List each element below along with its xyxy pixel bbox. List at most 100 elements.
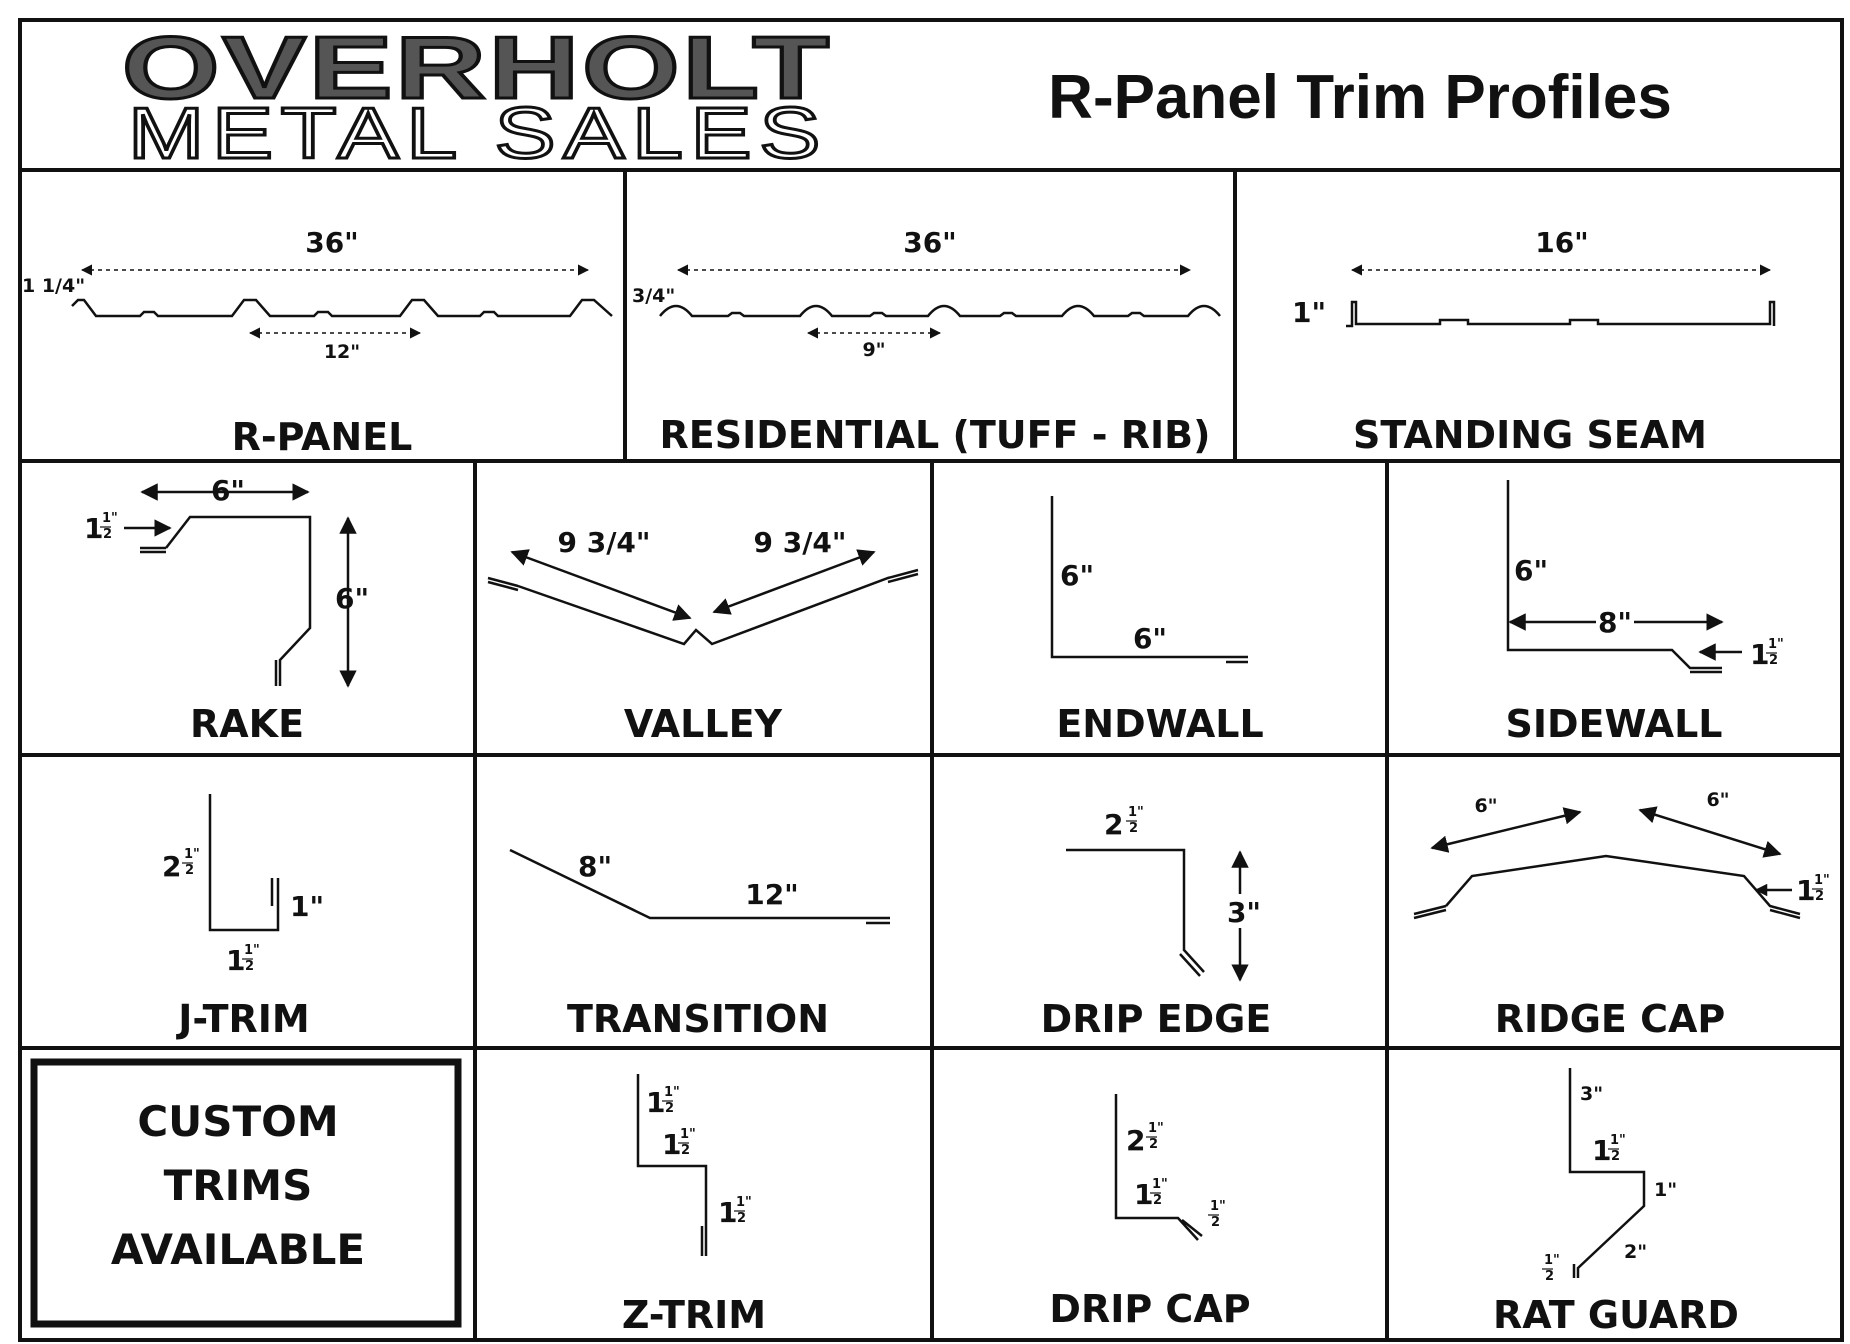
z-trim-a-dim: 1 — [646, 1086, 665, 1119]
endwall-cell: 6" 6" ENDWALL — [1050, 496, 1264, 746]
r-panel-cell: 36" 1 1/4" 12" R-PANEL — [22, 226, 613, 459]
logo-wordmark-top: OVERHOLT — [122, 18, 832, 117]
rake-side-dim: 6" — [335, 582, 369, 615]
standing-seam-rib-height: 1" — [1292, 296, 1326, 329]
drip-edge-top-frac-num: 1" — [1128, 805, 1144, 820]
residential-label: RESIDENTIAL (TUFF - RIB) — [660, 413, 1211, 457]
z-trim-profile — [636, 1074, 708, 1256]
ridge-cap-right-dim: 6" — [1706, 789, 1729, 811]
valley-label: VALLEY — [624, 702, 783, 746]
sidewall-hem-frac-num: 1" — [1768, 637, 1784, 652]
drip-edge-cell: 2 1" 2 3" DRIP EDGE — [1041, 805, 1272, 1041]
j-trim-bottom-frac-den: 2 — [245, 959, 254, 974]
z-trim-c-dim: 1 — [718, 1196, 737, 1229]
rat-guard-hem-frac-num: 1" — [1544, 1253, 1560, 1268]
r-panel-profile — [71, 298, 613, 318]
drip-cap-a-frac-num: 1" — [1148, 1121, 1164, 1136]
r-panel-rib-height: 1 1/4" — [22, 275, 85, 297]
ridge-cap-hem-frac-den: 2 — [1815, 889, 1824, 904]
valley-right-dim: 9 3/4" — [753, 526, 846, 559]
page-title: R-Panel Trim Profiles — [1048, 63, 1672, 132]
sidewall-horizontal-dim: 8" — [1598, 606, 1632, 639]
custom-line-1: CUSTOM — [137, 1097, 338, 1146]
rat-guard-cell: 3" 1 1" 2 1" 2" 1" 2 RAT GUARD — [1493, 1068, 1739, 1337]
drip-cap-label: DRIP CAP — [1049, 1287, 1250, 1331]
z-trim-a-frac-num: 1" — [664, 1085, 680, 1100]
j-trim-cell: 2 1" 2 1" 1 1" 2 J-TRIM — [162, 794, 324, 1041]
rat-guard-b-dim: 1 — [1592, 1134, 1611, 1167]
standing-seam-label: STANDING SEAM — [1353, 413, 1707, 457]
endwall-vertical-dim: 6" — [1060, 559, 1094, 592]
ridge-cap-label: RIDGE CAP — [1495, 997, 1725, 1041]
transition-slope-dim: 8" — [578, 850, 612, 883]
rake-top-dim: 6" — [211, 474, 245, 507]
custom-line-2: TRIMS — [164, 1161, 313, 1210]
rake-hem-frac-num: 1" — [102, 511, 118, 526]
drip-cap-b-frac-den: 2 — [1153, 1193, 1162, 1208]
rat-guard-label: RAT GUARD — [1493, 1293, 1739, 1337]
drip-cap-a-dim: 2 — [1126, 1124, 1145, 1157]
j-trim-profile — [208, 794, 280, 932]
drip-cap-b-dim: 1 — [1134, 1178, 1153, 1211]
ridge-cap-left-dim: 6" — [1474, 795, 1497, 817]
logo-wordmark-bottom: METAL SALES — [128, 94, 828, 174]
z-trim-b-frac-den: 2 — [681, 1143, 690, 1158]
j-trim-bottom-frac-num: 1" — [244, 943, 260, 958]
rake-hem-dim: 1 — [84, 512, 103, 545]
r-panel-rib-spacing: 12" — [324, 341, 360, 363]
z-trim-c-frac-num: 1" — [736, 1195, 752, 1210]
standing-seam-profile — [1346, 300, 1776, 328]
standing-seam-width: 16" — [1535, 226, 1589, 259]
residential-profile — [659, 304, 1221, 318]
z-trim-b-frac-num: 1" — [680, 1127, 696, 1142]
z-trim-label: Z-TRIM — [622, 1293, 766, 1337]
custom-trims-cell: CUSTOM TRIMS AVAILABLE — [30, 1058, 462, 1328]
rake-label: RAKE — [190, 702, 304, 746]
rat-guard-d-dim: 2" — [1624, 1241, 1647, 1263]
j-trim-back-dim: 2 — [162, 850, 181, 883]
drip-cap-b-frac-num: 1" — [1152, 1177, 1168, 1192]
drip-edge-label: DRIP EDGE — [1041, 997, 1272, 1041]
residential-rib-height: 3/4" — [632, 285, 675, 307]
sidewall-hem-frac-den: 2 — [1769, 653, 1778, 668]
residential-cell: 36" 3/4" 9" RESIDENTIAL (TUFF - RIB) — [632, 226, 1221, 457]
transition-label: TRANSITION — [567, 997, 829, 1041]
r-panel-width: 36" — [305, 226, 359, 259]
drip-cap-a-frac-den: 2 — [1149, 1137, 1158, 1152]
j-trim-label: J-TRIM — [175, 997, 309, 1041]
rake-hem-frac-den: 2 — [103, 527, 112, 542]
rat-guard-hem-frac-den: 2 — [1545, 1269, 1554, 1284]
drip-edge-top-frac-den: 2 — [1129, 821, 1138, 836]
standing-seam-cell: 16" 1" STANDING SEAM — [1292, 226, 1776, 457]
rat-guard-a-dim: 3" — [1580, 1083, 1603, 1105]
drip-cap-cell: 2 1" 2 1 1" 2 1" 2 DRIP CAP — [1049, 1094, 1251, 1331]
ridge-cap-cell: 6" 6" 1 1" 2 RIDGE CAP — [1413, 789, 1830, 1041]
transition-cell: 8" 12" TRANSITION — [509, 848, 890, 1041]
drip-cap-hem-frac-num: 1" — [1210, 1199, 1226, 1214]
rat-guard-profile — [1568, 1068, 1646, 1278]
z-trim-c-frac-den: 2 — [737, 1211, 746, 1226]
rat-guard-b-frac-den: 2 — [1611, 1149, 1620, 1164]
custom-line-3: AVAILABLE — [111, 1225, 365, 1274]
endwall-label: ENDWALL — [1056, 702, 1263, 746]
sidewall-vertical-dim: 6" — [1514, 554, 1548, 587]
rake-profile — [140, 515, 312, 686]
ridge-cap-profile — [1413, 854, 1801, 920]
drip-edge-face-dim: 3" — [1227, 896, 1261, 929]
company-logo: OVERHOLT METAL SALES — [121, 17, 832, 176]
sidewall-profile — [1506, 480, 1722, 674]
valley-left-dim: 9 3/4" — [557, 526, 650, 559]
j-trim-back-frac-num: 1" — [184, 847, 200, 862]
valley-cell: 9 3/4" 9 3/4" VALLEY — [487, 526, 919, 746]
transition-flat-dim: 12" — [745, 878, 799, 911]
residential-width: 36" — [903, 226, 957, 259]
ridge-cap-hem-dim: 1 — [1796, 874, 1815, 907]
z-trim-a-frac-den: 2 — [665, 1101, 674, 1116]
transition-profile — [509, 848, 890, 925]
drip-edge-profile — [1066, 848, 1205, 977]
drip-cap-hem-frac-den: 2 — [1211, 1215, 1220, 1230]
rat-guard-c-dim: 1" — [1654, 1179, 1677, 1201]
z-trim-b-dim: 1 — [662, 1128, 681, 1161]
